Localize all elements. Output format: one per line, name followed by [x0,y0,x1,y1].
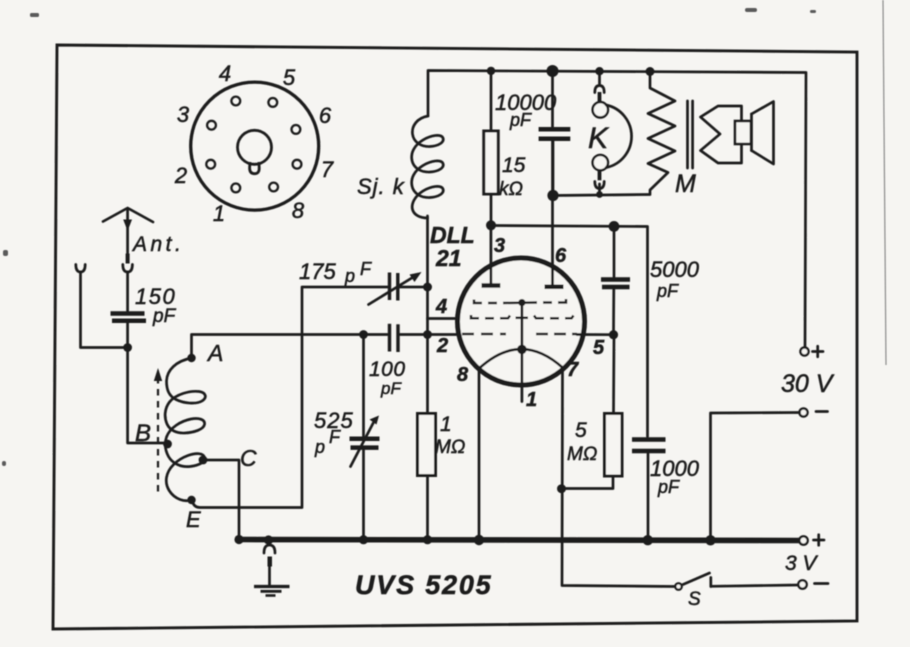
svg-text:3 V: 3 V [785,552,819,575]
svg-text:C: C [240,445,257,471]
svg-text:DLL: DLL [430,222,475,248]
svg-text:UVS 5205: UVS 5205 [355,570,492,600]
svg-text:4: 4 [435,296,447,318]
svg-text:kΩ: kΩ [499,179,523,200]
svg-text:150: 150 [135,284,176,309]
svg-text:30 V: 30 V [781,370,835,398]
svg-text:3: 3 [177,102,190,127]
svg-text:pF: pF [380,379,402,398]
svg-text:15: 15 [502,154,526,177]
svg-text:2: 2 [174,163,187,188]
svg-text:pF: pF [657,477,680,497]
svg-text:7: 7 [567,359,579,381]
svg-text:pF: pF [152,306,177,327]
svg-text:4: 4 [219,61,231,86]
svg-text:MΩ: MΩ [567,444,597,465]
svg-text:MΩ: MΩ [435,437,465,458]
svg-text:5: 5 [283,65,296,90]
svg-text:525: 525 [314,408,354,433]
svg-text:p: p [344,266,355,286]
svg-text:100: 100 [369,358,406,381]
svg-text:E: E [186,507,201,532]
svg-text:Sj. k: Sj. k [357,174,405,199]
svg-text:6: 6 [319,103,332,128]
svg-text:21: 21 [435,245,462,271]
svg-text:A: A [206,340,223,366]
svg-text:5000: 5000 [650,257,700,282]
svg-text:1: 1 [440,413,452,436]
svg-text:K: K [588,122,610,155]
svg-text:3: 3 [494,235,505,257]
svg-text:8: 8 [292,198,305,223]
svg-text:1: 1 [213,201,225,226]
svg-text:F: F [360,259,372,279]
svg-text:Ant.: Ant. [131,233,184,256]
svg-text:B: B [135,420,151,447]
svg-text:5: 5 [575,419,587,442]
svg-text:5: 5 [593,337,605,359]
svg-text:10000: 10000 [495,90,557,115]
svg-text:pF: pF [656,281,679,301]
svg-text:1000: 1000 [650,456,700,481]
svg-text:pF: pF [509,110,532,130]
svg-text:2: 2 [436,335,448,357]
svg-text:p: p [314,437,325,457]
svg-text:8: 8 [457,364,469,386]
svg-text:175: 175 [299,259,336,284]
svg-text:6: 6 [555,245,567,267]
svg-text:M: M [675,170,696,198]
svg-text:7: 7 [321,157,334,182]
svg-text:S: S [688,589,701,610]
svg-text:F: F [329,427,341,447]
svg-text:1: 1 [526,389,537,411]
